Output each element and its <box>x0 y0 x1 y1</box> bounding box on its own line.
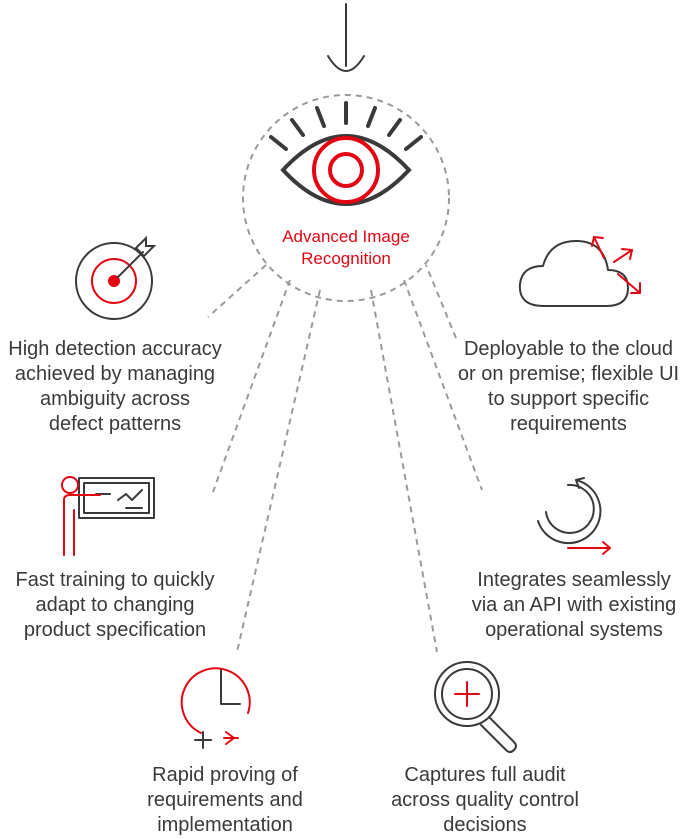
feature-line: requirements <box>510 413 627 435</box>
cloud-icon <box>518 236 641 307</box>
feature-accuracy-text: High detection accuracy achieved by mana… <box>0 337 230 437</box>
feature-line: Captures full audit <box>404 764 566 786</box>
hub-title-line: Recognition <box>301 249 391 268</box>
feature-line: operational systems <box>485 619 663 641</box>
feature-line: Fast training to quickly <box>15 569 215 591</box>
feature-line: ambiguity across <box>39 388 191 410</box>
feature-line: requirements and <box>147 789 303 811</box>
feature-line: implementation <box>157 814 293 836</box>
magnifier-icon <box>434 661 517 753</box>
presentation-icon <box>61 476 155 556</box>
feature-line: product specification <box>23 619 207 641</box>
hub-title-line: Advanced Image <box>282 227 410 246</box>
feature-line: achieved by managing <box>14 363 216 385</box>
feature-line: Integrates seamlessly <box>477 569 671 591</box>
feature-training-text: Fast training to quickly adapt to changi… <box>0 568 230 643</box>
feature-integrates-text: Integrates seamlessly via an API with ex… <box>456 568 692 643</box>
connector-lines <box>207 264 483 653</box>
feature-line: defect patterns <box>48 413 182 435</box>
feature-proving-text: Rapid proving of requirements and implem… <box>110 763 340 838</box>
feature-line: Deployable to the cloud <box>463 338 674 360</box>
feature-deploy-text: Deployable to the cloud or on premise; f… <box>445 337 692 437</box>
target-icon <box>75 235 157 320</box>
feature-line: adapt to changing <box>35 594 195 616</box>
feature-line: decisions <box>443 814 527 836</box>
eye-icon <box>269 101 423 206</box>
feature-line: across quality control <box>391 789 579 811</box>
feature-line: via an API with existing <box>471 594 677 616</box>
down-arrow-icon <box>327 3 365 72</box>
sync-cycle-icon <box>537 477 611 555</box>
hub-circle <box>242 94 450 302</box>
clock-icon <box>180 667 251 749</box>
feature-line: to support specific <box>487 388 650 410</box>
feature-line: or on premise; flexible UI <box>457 363 680 385</box>
hub-title: Advanced Image Recognition <box>246 226 446 270</box>
feature-line: High detection accuracy <box>8 338 222 360</box>
feature-line: Rapid proving of <box>152 764 298 786</box>
feature-audit-text: Captures full audit across quality contr… <box>365 763 605 838</box>
